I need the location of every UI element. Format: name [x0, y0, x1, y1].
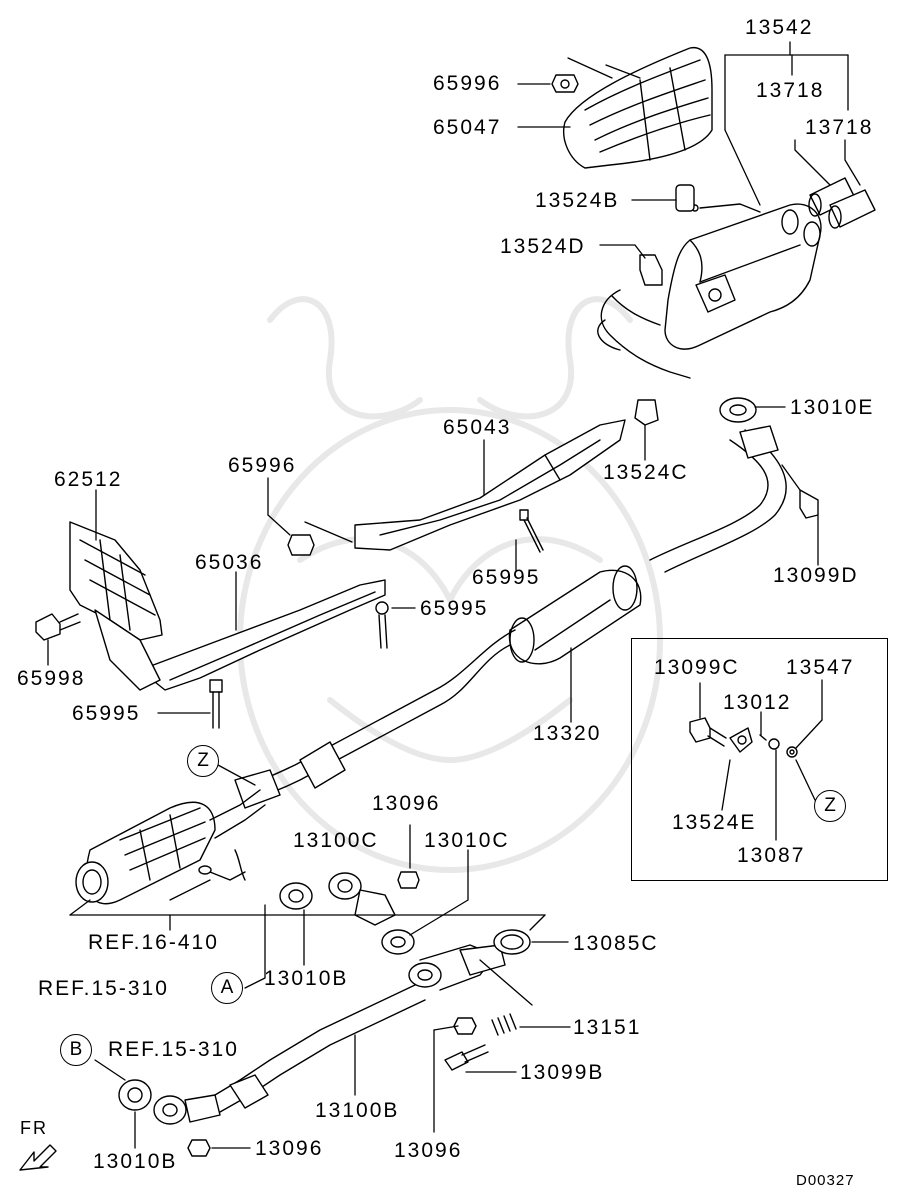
front-pipe: [118, 929, 531, 1157]
part-label-13099b[interactable]: 13099B: [520, 1061, 605, 1084]
muffler-assembly: [597, 177, 876, 379]
part-label-13718-a[interactable]: 13718: [756, 79, 825, 102]
reference-16-410[interactable]: REF.16-410: [88, 931, 219, 954]
part-label-13100b[interactable]: 13100B: [315, 1099, 400, 1122]
inset-parts: [689, 717, 798, 758]
part-label-13012[interactable]: 13012: [723, 691, 792, 714]
part-label-13547[interactable]: 13547: [786, 656, 855, 679]
part-label-13542[interactable]: 13542: [745, 16, 814, 39]
part-label-13099c[interactable]: 13099C: [654, 656, 740, 679]
marker-b[interactable]: B: [60, 1034, 92, 1066]
part-label-13010b-b[interactable]: 13010B: [93, 1150, 178, 1173]
part-label-13718-b[interactable]: 13718: [805, 116, 874, 139]
part-label-13085c[interactable]: 13085C: [573, 932, 659, 955]
leader-lines: [47, 41, 861, 1149]
part-label-13100c[interactable]: 13100C: [293, 829, 379, 852]
main-pipe: [234, 397, 819, 809]
part-label-13524d[interactable]: 13524D: [500, 235, 586, 258]
part-label-65043[interactable]: 65043: [443, 416, 512, 439]
part-label-65036[interactable]: 65036: [195, 551, 264, 574]
part-label-13320[interactable]: 13320: [533, 722, 602, 745]
front-direction-label: FR: [20, 1118, 48, 1138]
part-label-13010b-a[interactable]: 13010B: [264, 967, 349, 990]
heat-protector-center: [287, 419, 626, 556]
marker-a[interactable]: A: [211, 972, 243, 1004]
front-direction-arrow-icon: [19, 1144, 57, 1171]
part-label-65995-b[interactable]: 65995: [420, 597, 489, 620]
marker-z-inset[interactable]: Z: [814, 790, 846, 822]
diagram-code: D00327: [796, 1172, 855, 1187]
part-label-13151[interactable]: 13151: [573, 1016, 642, 1039]
part-label-13010e[interactable]: 13010E: [790, 396, 875, 419]
reference-15-310-a[interactable]: REF.15-310: [38, 977, 169, 1000]
part-label-13096-c[interactable]: 13096: [255, 1137, 324, 1160]
heat-protector-rear: [551, 47, 713, 169]
part-label-13524e[interactable]: 13524E: [672, 811, 757, 834]
part-label-13096-a[interactable]: 13096: [372, 792, 441, 815]
part-label-65998[interactable]: 65998: [17, 667, 86, 690]
part-label-13010c[interactable]: 13010C: [424, 829, 510, 852]
part-label-65996-top[interactable]: 65996: [433, 72, 502, 95]
part-label-13524c[interactable]: 13524C: [603, 461, 689, 484]
part-label-65995-a[interactable]: 65995: [472, 566, 541, 589]
part-label-13096-b[interactable]: 13096: [394, 1139, 463, 1162]
heat-protector-manifold: [35, 521, 163, 691]
part-label-65047[interactable]: 65047: [433, 116, 502, 139]
part-label-65996-mid[interactable]: 65996: [228, 454, 297, 477]
part-label-13524b[interactable]: 13524B: [535, 189, 620, 212]
part-label-13087[interactable]: 13087: [737, 844, 806, 867]
heat-protector-front: [139, 579, 389, 729]
reference-15-310-b[interactable]: REF.15-310: [108, 1038, 239, 1061]
front-catalyst: [75, 789, 266, 905]
part-label-62512[interactable]: 62512: [54, 468, 123, 491]
part-label-65995-c[interactable]: 65995: [72, 702, 141, 725]
detail-inset-box: [631, 638, 888, 881]
joint-parts: [279, 871, 420, 955]
part-label-13099d[interactable]: 13099D: [773, 564, 859, 587]
marker-z-main[interactable]: Z: [187, 745, 219, 777]
